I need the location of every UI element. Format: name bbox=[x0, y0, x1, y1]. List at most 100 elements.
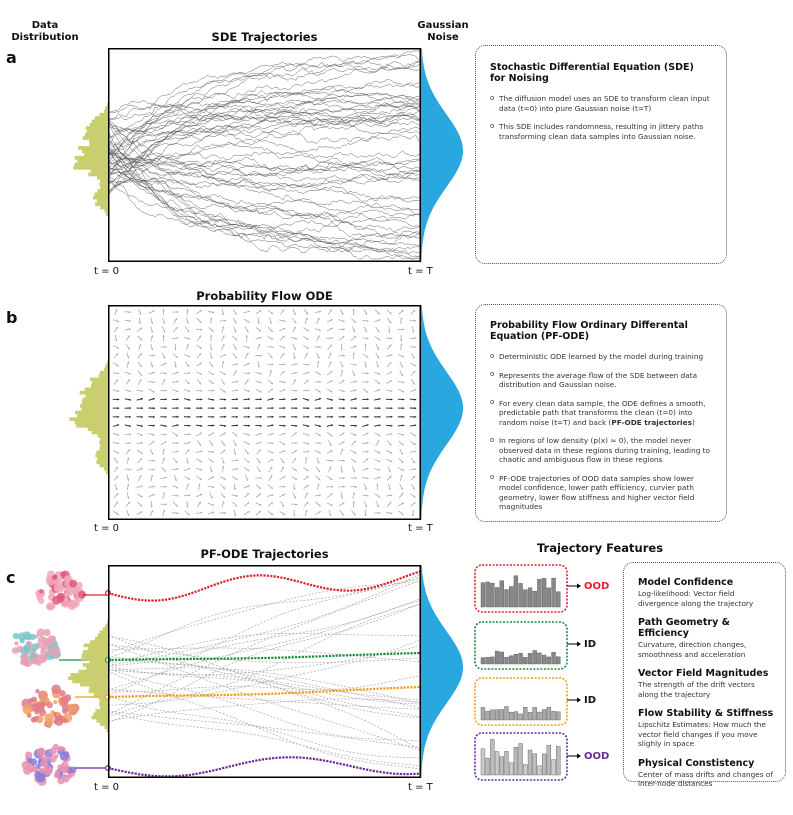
vector-arrow-head bbox=[354, 380, 357, 383]
vector-arrow-head bbox=[270, 388, 273, 391]
vector-arrow-head bbox=[176, 415, 179, 418]
vector-arrow-head bbox=[366, 477, 369, 480]
histogram-bar bbox=[103, 467, 108, 471]
histogram-bar bbox=[89, 377, 108, 382]
histogram-bar bbox=[78, 669, 108, 674]
sde-trajectory bbox=[107, 61, 422, 158]
vector-arrow-head bbox=[295, 415, 298, 418]
vector-arrow-head bbox=[319, 442, 322, 445]
vector-arrow-head bbox=[340, 348, 343, 351]
vector-arrow-head bbox=[330, 390, 333, 393]
protein-atom bbox=[54, 754, 59, 759]
vector-arrow-head bbox=[222, 335, 225, 338]
vector-arrow-head bbox=[235, 380, 239, 383]
pfode-plot bbox=[104, 565, 422, 778]
vector-arrow-head bbox=[271, 398, 274, 401]
histogram-bar bbox=[86, 129, 108, 134]
vector-arrow-head bbox=[283, 363, 286, 366]
vector-arrow-head bbox=[329, 513, 332, 517]
vector-arrow-head bbox=[414, 319, 417, 322]
histogram-bar bbox=[82, 136, 108, 140]
vector-arrow-head bbox=[390, 494, 393, 497]
vector-arrow-head bbox=[270, 356, 273, 359]
vector-arrow-head bbox=[199, 494, 203, 496]
vector-arrow-head bbox=[186, 321, 189, 324]
sde-trajectory bbox=[107, 157, 422, 172]
vector-arrow-head bbox=[402, 424, 405, 427]
vector-arrow-head bbox=[116, 346, 119, 349]
vector-arrow-head bbox=[176, 512, 179, 515]
vector-arrow-head bbox=[247, 485, 250, 488]
histogram-bar bbox=[99, 182, 108, 187]
trajectory-features-title: Trajectory Features bbox=[536, 541, 664, 555]
vector-arrow-head bbox=[176, 371, 179, 374]
vector-arrow-head bbox=[259, 441, 262, 444]
vector-arrow-head bbox=[127, 356, 130, 359]
vector-arrow-head bbox=[247, 372, 250, 375]
pfode-trajectory bbox=[107, 658, 422, 709]
vector-arrow-head bbox=[329, 443, 332, 446]
vector-arrow-head bbox=[235, 338, 238, 341]
pfode-trajectory bbox=[107, 665, 422, 705]
vector-arrow-head bbox=[236, 424, 239, 427]
sde-trajectory bbox=[107, 169, 422, 186]
feature-bar bbox=[546, 706, 551, 721]
vector-arrow-head bbox=[175, 434, 178, 437]
vector-arrow-head bbox=[210, 364, 213, 368]
vector-arrow-head bbox=[211, 432, 214, 435]
vector-arrow-head bbox=[151, 510, 154, 513]
vector-arrow-head bbox=[319, 328, 322, 331]
vector-arrow-head bbox=[378, 451, 381, 454]
vector-arrow-head bbox=[282, 309, 285, 312]
vector-arrow-head bbox=[210, 443, 213, 446]
vector-arrow-head bbox=[343, 415, 345, 418]
ode-box-title: Probability Flow Ordinary Differental Eq… bbox=[490, 320, 688, 342]
sde-trajectory bbox=[107, 105, 422, 138]
vector-arrow-head bbox=[306, 312, 309, 315]
vector-arrow-head bbox=[354, 433, 357, 436]
protein-atom bbox=[34, 770, 43, 779]
vector-arrow-head bbox=[259, 407, 262, 410]
vector-arrow-head bbox=[414, 407, 417, 410]
vector-arrow-head bbox=[139, 373, 142, 376]
vector-arrow-head bbox=[224, 415, 227, 418]
vector-arrow-head bbox=[222, 501, 225, 504]
vector-arrow-head bbox=[235, 434, 238, 437]
vector-arrow-head bbox=[140, 495, 143, 498]
vector-arrow-head bbox=[390, 460, 393, 463]
histogram-bar bbox=[94, 116, 108, 120]
panel-a-letter: a bbox=[6, 48, 17, 67]
histogram-bar bbox=[107, 620, 108, 625]
vector-arrow-head bbox=[187, 329, 190, 333]
vector-arrow-head bbox=[352, 492, 355, 495]
vector-arrow-head bbox=[400, 452, 403, 455]
feature-bar bbox=[480, 657, 486, 665]
feature-name: Vector Field Magnitudes bbox=[638, 668, 769, 679]
vector-arrow-head bbox=[139, 312, 142, 316]
vector-arrow-head bbox=[378, 468, 381, 471]
vector-arrow-head bbox=[246, 379, 249, 382]
protein-atom bbox=[59, 690, 66, 697]
protein-atom bbox=[46, 767, 53, 774]
vector-arrow-head bbox=[282, 512, 286, 515]
histogram-bar bbox=[87, 427, 108, 431]
vector-arrow-head bbox=[246, 493, 249, 496]
histogram-bar bbox=[103, 627, 108, 631]
pfode-trajectory bbox=[107, 599, 422, 691]
histogram-bar bbox=[97, 189, 108, 193]
vector-arrow-head bbox=[129, 407, 132, 410]
feature-bar bbox=[537, 579, 542, 608]
vector-arrow-head bbox=[295, 389, 298, 392]
vector-arrow-head bbox=[378, 398, 381, 401]
sde-trajectory bbox=[107, 111, 422, 173]
feature-name: Flow Stability & Stiffness bbox=[638, 708, 774, 719]
sde-trajectory bbox=[107, 160, 422, 218]
pfode-trajectory bbox=[107, 573, 422, 666]
feature-bar bbox=[532, 753, 537, 776]
vector-arrow-head bbox=[212, 415, 215, 418]
feature-bar bbox=[546, 744, 551, 776]
vector-arrow-head bbox=[352, 308, 355, 311]
feature-bar bbox=[509, 762, 514, 776]
vector-arrow-head bbox=[330, 371, 333, 374]
protein-structure-icon bbox=[11, 628, 61, 668]
